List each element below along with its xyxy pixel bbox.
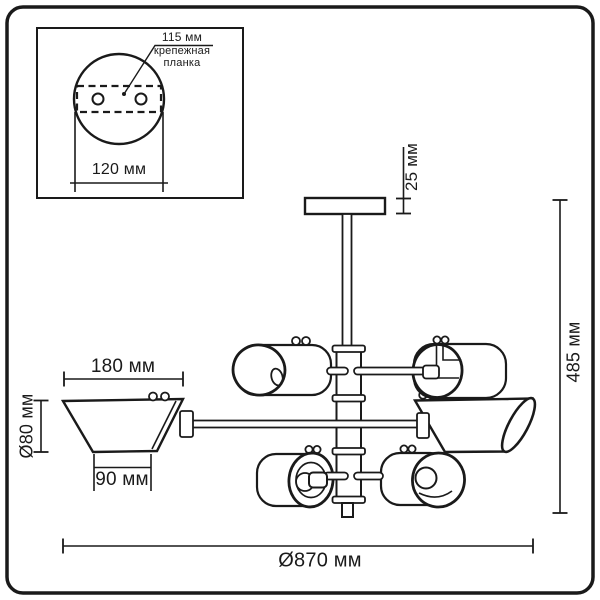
stem-rod: [341, 213, 353, 351]
arm-lower-right: [353, 471, 384, 481]
dim-label-hole-spacing: 115 мм: [161, 30, 203, 44]
ceiling-cup-circle: [72, 52, 166, 146]
leader-line-115: [124, 44, 213, 93]
dim-canopy-25: [396, 147, 411, 215]
socket-lower-left: [308, 471, 328, 489]
dim-120: [70, 112, 168, 192]
inset-frame: [36, 27, 244, 199]
arm-upper-left: [326, 366, 349, 376]
page-border: [5, 5, 595, 595]
thumb-knob: [291, 336, 301, 346]
dim-label-plate-width: 120 мм: [91, 161, 147, 178]
dim-height-485: [552, 199, 568, 514]
thumb-knob: [148, 391, 158, 402]
cone-left-bracket: [179, 410, 194, 438]
dim-label-cone-bottom: 90 мм: [95, 469, 149, 490]
mount-hole-left: [91, 92, 105, 106]
shade-opening: [231, 343, 287, 397]
center-point: [122, 92, 126, 96]
arm-middle: [187, 419, 423, 429]
dim-label-total-height: 485 мм: [563, 321, 584, 383]
dim-label-cone-height: Ø80 мм: [16, 393, 37, 459]
bulb: [414, 466, 438, 490]
thumb-knob: [432, 335, 442, 345]
bottom-finial: [341, 502, 354, 518]
cone-shade-body: [60, 397, 185, 454]
column-ring: [331, 447, 366, 456]
thumb-knob: [160, 391, 170, 402]
mounting-plate-dashed: [75, 84, 163, 114]
shade-middle-right: [412, 390, 537, 454]
label-mounting-plate: крепежная планка: [153, 45, 211, 69]
shade-upper-right: [411, 335, 508, 400]
opening-inner-rim: [418, 490, 453, 498]
mount-hole-right: [134, 92, 148, 106]
bulb-socket: [270, 367, 284, 387]
dim-label-canopy-height: 25 мм: [402, 142, 421, 192]
cone-right-bracket: [416, 412, 430, 439]
cone-rim-ellipse: [500, 396, 537, 454]
thumb-knob: [301, 336, 311, 346]
dim-label-total-diameter: Ø870 мм: [278, 549, 362, 572]
dim-diameter-870: [62, 538, 534, 554]
dim-label-cone-top: 180 мм: [90, 356, 156, 377]
thumb-knob: [440, 335, 450, 345]
dim-cone-top-180: [63, 371, 184, 387]
ceiling-canopy: [303, 196, 387, 216]
column-flange: [331, 344, 366, 353]
shade-upper-left: [231, 336, 333, 397]
shade-middle-left: [60, 391, 185, 454]
thumb-knob: [407, 444, 417, 454]
dim-cone-bottom-90: [93, 454, 152, 491]
shade-opening: [411, 451, 466, 509]
dim-cone-height-80: [33, 399, 49, 453]
shade-lower-right: [379, 444, 466, 509]
socket-upper-right: [422, 364, 440, 380]
thumb-knob: [399, 444, 409, 454]
column-ring: [331, 394, 366, 403]
mounting-detail-inset: [36, 27, 244, 199]
arms: [187, 366, 439, 481]
mount-brackets: [179, 364, 440, 489]
cone-rim-inner-line: [151, 400, 177, 450]
